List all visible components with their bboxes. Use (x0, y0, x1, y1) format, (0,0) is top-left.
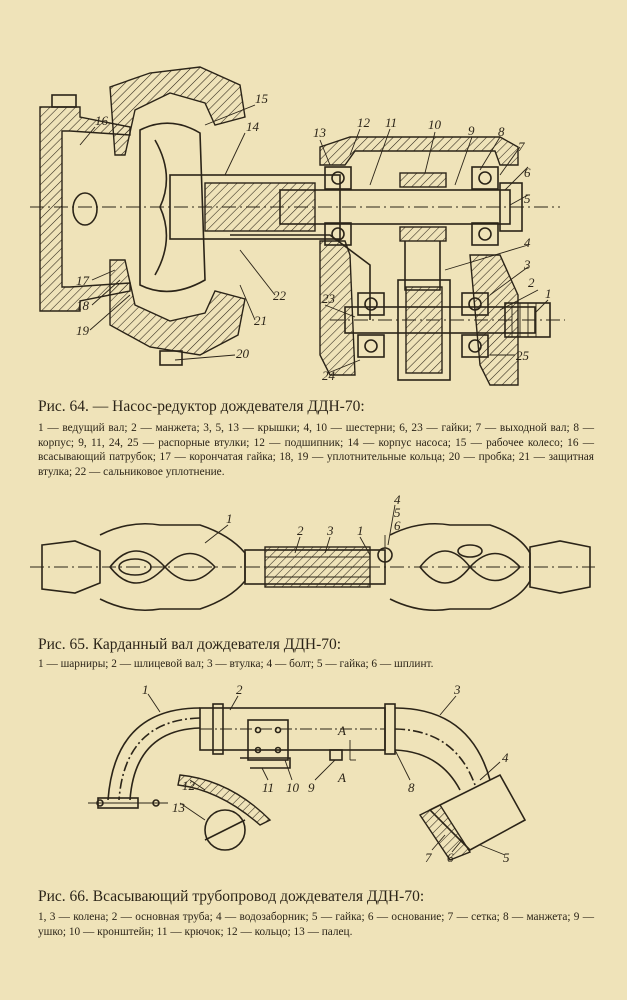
fig66-label-6: 6 (447, 850, 454, 865)
fig65-legend: 1 — шарниры; 2 — шлицевой вал; 3 — втулк… (38, 658, 434, 670)
fig64-label-8: 8 (498, 124, 505, 139)
fig65-drawing: 1 2 3 1 4 5 6 (0, 495, 627, 625)
fig64-label-24: 24 (322, 368, 336, 383)
fig66-label-9: 9 (308, 780, 315, 795)
fig64-label-13: 13 (313, 125, 327, 140)
fig64-caption: Рис. 64. — Насос-редуктор дождевателя ДД… (38, 398, 365, 415)
fig66-caption: Рис. 66. Всасывающий трубопровод дождева… (38, 888, 425, 905)
fig65-label-3: 3 (326, 523, 334, 538)
fig64-label-1: 1 (545, 286, 552, 301)
fig66-label-a-top: А (337, 723, 346, 738)
fig66-label-12: 12 (182, 778, 196, 793)
fig66-label-3: 3 (453, 682, 461, 697)
fig65-label-1b: 1 (357, 523, 364, 538)
fig64-label-10: 10 (428, 117, 442, 132)
fig66-legend: 1, 3 — колена; 2 — основная труба; 4 — в… (38, 911, 594, 938)
fig65-label-4: 4 (394, 495, 401, 507)
fig64-label-3: 3 (523, 257, 531, 272)
fig64-label-2b: 2 (528, 275, 535, 290)
fig65-svg: 1 2 3 1 4 5 6 (30, 495, 595, 612)
fig64-label-25: 25 (516, 348, 530, 363)
fig66-label-4: 4 (502, 750, 509, 765)
fig64-label-5: 5 (524, 191, 531, 206)
fig64-legend: 1 — ведущий вал; 2 — манжета; 3, 5, 13 —… (38, 422, 594, 478)
fig64-label-20: 20 (236, 346, 250, 361)
fig64-label-14: 14 (246, 119, 260, 134)
fig64-label-4: 4 (524, 235, 531, 250)
fig64-label-17: 17 (76, 273, 90, 288)
fig66-svg: 1 2 3 4 5 6 7 8 9 10 11 12 13 А А (88, 682, 527, 865)
fig66-label-1: 1 (142, 682, 149, 697)
fig66-label-8: 8 (408, 780, 415, 795)
fig64-label-7: 7 (518, 139, 525, 154)
fig64-label-15: 15 (255, 91, 269, 106)
fig64-label-9: 9 (468, 123, 475, 138)
fig66-label-2: 2 (236, 682, 243, 697)
fig64-label-11: 11 (385, 115, 397, 130)
fig64-label-22: 22 (273, 288, 287, 303)
fig66-label-11: 11 (262, 780, 274, 795)
fig66-label-13: 13 (172, 800, 186, 815)
fig65-label-6: 6 (394, 518, 401, 533)
fig64-label-19: 19 (76, 323, 90, 338)
fig64-label-12: 12 (357, 115, 371, 130)
fig65-label-1a: 1 (226, 511, 233, 526)
fig64-label-21: 21 (254, 313, 267, 328)
fig66-label-7: 7 (425, 850, 432, 865)
fig64-drawing: 1 2 2 3 4 5 6 7 8 9 10 11 12 13 14 15 16… (0, 55, 627, 390)
fig65-label-5: 5 (394, 505, 401, 520)
fig65-label-2: 2 (297, 523, 304, 538)
fig64-label-18: 18 (76, 298, 90, 313)
fig66-label-a-bottom: А (337, 770, 346, 785)
fig66-label-5: 5 (503, 850, 510, 865)
fig66-label-10: 10 (286, 780, 300, 795)
fig64-label-6: 6 (524, 165, 531, 180)
fig64-svg: 1 2 2 3 4 5 6 7 8 9 10 11 12 13 14 15 16… (30, 66, 565, 386)
fig65-caption: Рис. 65. Карданный вал дождевателя ДДН-7… (38, 636, 342, 653)
fig66-drawing: 1 2 3 4 5 6 7 8 9 10 11 12 13 А А (0, 680, 627, 880)
fig64-label-16: 16 (95, 113, 109, 128)
fig64-label-23: 23 (322, 291, 336, 306)
